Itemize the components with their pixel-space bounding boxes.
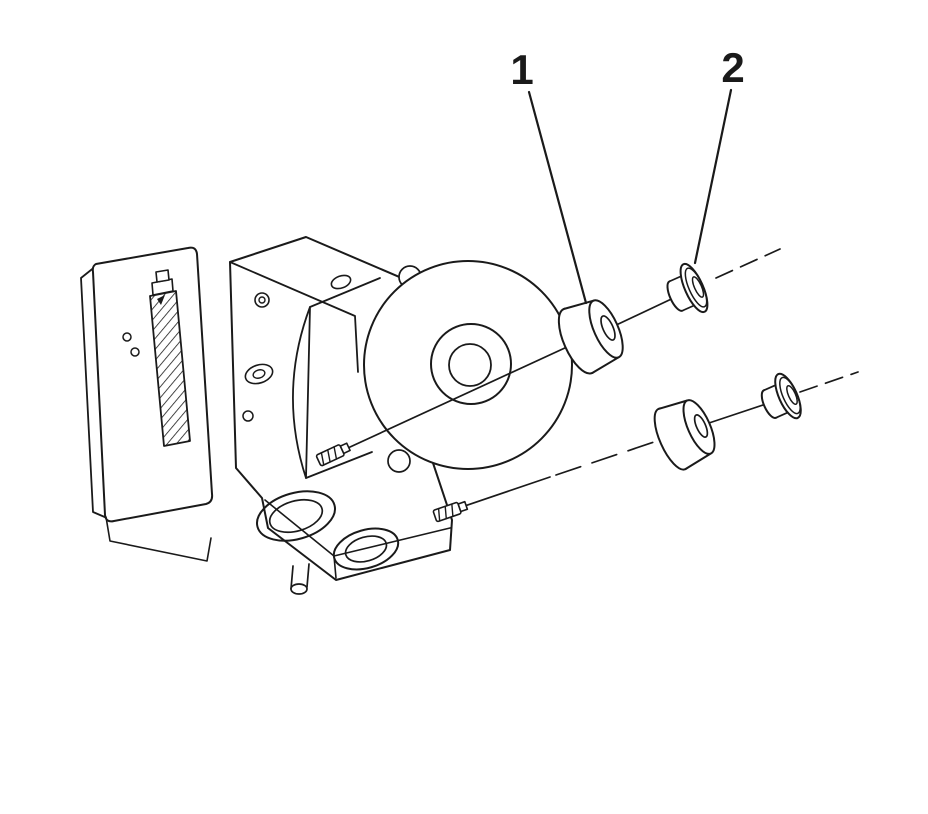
- mounting-stud-lower: [432, 500, 469, 523]
- upper-axis-dashed: [715, 248, 781, 279]
- lower-axis-dashed-left: [555, 439, 661, 476]
- bracket-lower-lip: [105, 516, 212, 562]
- callout-1-leader-line: [527, 90, 588, 305]
- callout-2-label: 2: [721, 44, 744, 91]
- body-small-hole: [242, 410, 254, 422]
- body-oval-boss-inner: [252, 369, 266, 379]
- body-boss-hole: [254, 292, 270, 308]
- motor-body-bottom-edge: [305, 451, 373, 479]
- motor-face-hub: [448, 343, 492, 387]
- bracket-hole: [122, 332, 132, 342]
- bottom-stub-cap: [290, 583, 308, 595]
- motor-face-ring: [430, 323, 512, 405]
- mounting-stud-upper: [315, 442, 351, 467]
- body-oval-boss: [244, 363, 274, 385]
- motor-flange-ear-bottom: [387, 449, 411, 473]
- body-boss-hole-inner: [258, 296, 266, 304]
- insulator-grommet-lower-bushing: [653, 399, 716, 471]
- connector-hatched-strip: [149, 290, 191, 447]
- bracket-face: [91, 246, 214, 523]
- motor-body-top-edge: [309, 277, 381, 308]
- grommet-2-hole: [691, 276, 705, 298]
- control-module-bracket: [80, 246, 214, 562]
- port-opening-small: [332, 527, 400, 571]
- callout-2: [693, 88, 733, 265]
- bracket-hole: [130, 347, 140, 357]
- port-opening-large: [256, 490, 336, 542]
- connector-tab: [155, 269, 170, 283]
- top-face-hole: [330, 274, 352, 290]
- upper-mounting-axis: [336, 340, 581, 454]
- motor-rear-rim: [292, 306, 311, 479]
- insulator-grommet-1: [557, 299, 624, 375]
- insulator-grommet-lower-flanged: [760, 372, 802, 420]
- lower-bushing-hole: [693, 414, 709, 438]
- callout-2-leader-line: [693, 88, 733, 265]
- lower-axis-dashed-right: [799, 371, 859, 393]
- lower-bushing-front-face: [682, 399, 716, 455]
- grommet-2-flange-ring: [684, 267, 708, 308]
- motor-end-face: [363, 260, 573, 470]
- lower-flanged-ring: [779, 376, 801, 415]
- port-opening-large-inner: [268, 498, 324, 534]
- callout-1-label: 1: [510, 46, 533, 93]
- port-opening-small-inner: [344, 535, 388, 563]
- grommet-1-hole: [600, 315, 616, 341]
- bottom-stub-sides: [290, 563, 310, 590]
- grommet-1-front-face: [588, 299, 624, 359]
- lower-flanged-hole: [786, 385, 798, 405]
- bracket-side-edge: [80, 265, 108, 519]
- insulator-grommet-2: [666, 262, 709, 314]
- callout-1: [527, 90, 588, 305]
- valve-body-top-edge: [229, 261, 359, 373]
- connector-arrow-mark: [157, 295, 165, 305]
- lower-axis-segment: [705, 401, 773, 425]
